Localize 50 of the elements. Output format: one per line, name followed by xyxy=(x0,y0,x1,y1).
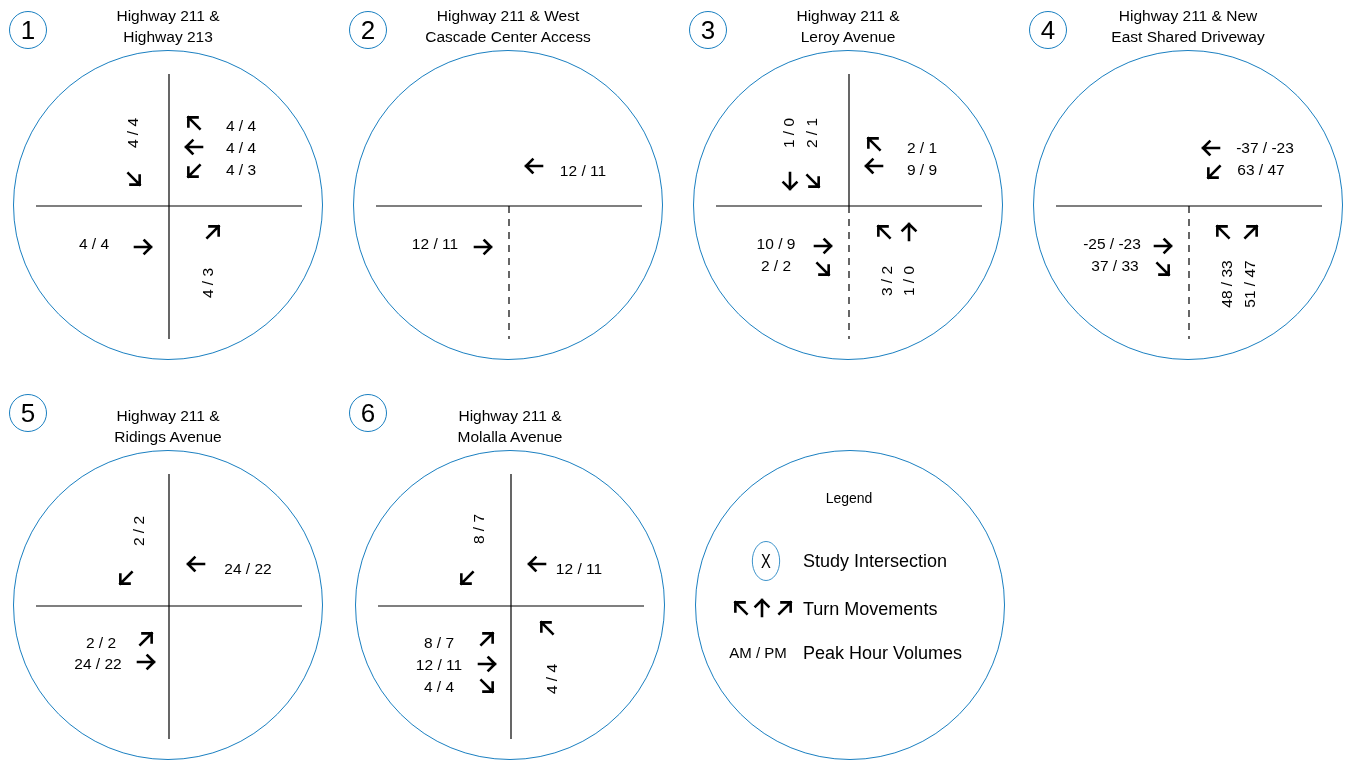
number-badge: 4 xyxy=(1029,11,1067,49)
volume-label: 4 / 4 xyxy=(124,117,142,149)
volume-label: 12 / 11 xyxy=(415,656,463,674)
volume-label: 24 / 22 xyxy=(224,560,272,578)
key-heading: Legend xyxy=(825,489,873,507)
volume-label: 4 / 3 xyxy=(225,161,257,179)
intersection-title: Highway 211 & Molalla Avenue xyxy=(456,406,564,447)
volume-label: 4 / 4 xyxy=(225,117,257,135)
volume-label: 37 / 33 xyxy=(1091,257,1139,275)
volume-label: 2 / 1 xyxy=(906,139,938,157)
intersection-title: Highway 211 & West Cascade Center Access xyxy=(424,6,592,47)
volume-label: 2 / 2 xyxy=(130,515,148,547)
number-badge: 1 xyxy=(9,11,47,49)
volume-label: 48 / 33 xyxy=(1218,260,1236,308)
volume-label: 12 / 11 xyxy=(559,162,607,180)
key-text: AM / PM xyxy=(729,644,787,662)
intersection-marker: X xyxy=(752,541,780,581)
intersection-title: Highway 211 & New East Shared Driveway xyxy=(1110,6,1266,47)
number-badge: 6 xyxy=(349,394,387,432)
intersection-title: Highway 211 & Highway 213 xyxy=(115,6,221,47)
volume-label: 2 / 2 xyxy=(760,257,792,275)
key-text: Turn Movements xyxy=(803,600,938,618)
volume-label: 9 / 9 xyxy=(906,161,938,179)
volume-label: 12 / 11 xyxy=(411,235,459,253)
volume-label: 4 / 3 xyxy=(199,267,217,299)
volume-label: 4 / 4 xyxy=(78,235,110,253)
volume-label: 4 / 4 xyxy=(543,663,561,695)
volume-label: 4 / 4 xyxy=(225,139,257,157)
volume-label: 10 / 9 xyxy=(756,235,796,253)
volume-label: -25 / -23 xyxy=(1083,235,1141,253)
number-badge: 5 xyxy=(9,394,47,432)
volume-label: 8 / 7 xyxy=(470,513,488,545)
volume-label: 3 / 2 xyxy=(878,265,896,297)
volume-label: 63 / 47 xyxy=(1237,161,1285,179)
volume-label: 2 / 1 xyxy=(803,117,821,149)
volume-label: 1 / 0 xyxy=(900,265,918,297)
volume-label: 1 / 0 xyxy=(780,117,798,149)
volume-label: 8 / 7 xyxy=(423,634,455,652)
volume-label: -37 / -23 xyxy=(1236,139,1294,157)
key-text: Peak Hour Volumes xyxy=(803,644,963,662)
volume-label: 51 / 47 xyxy=(1241,260,1259,308)
number-badge: 2 xyxy=(349,11,387,49)
intersection-title: Highway 211 & Ridings Avenue xyxy=(113,406,223,447)
volume-label: 24 / 22 xyxy=(74,655,122,673)
volume-label: 12 / 11 xyxy=(555,560,603,578)
number-badge: 3 xyxy=(689,11,727,49)
volume-label: 2 / 2 xyxy=(85,634,117,652)
volume-label: 4 / 4 xyxy=(423,678,455,696)
key-text: Study Intersection xyxy=(803,552,948,570)
intersection-title: Highway 211 & Leroy Avenue xyxy=(795,6,901,47)
